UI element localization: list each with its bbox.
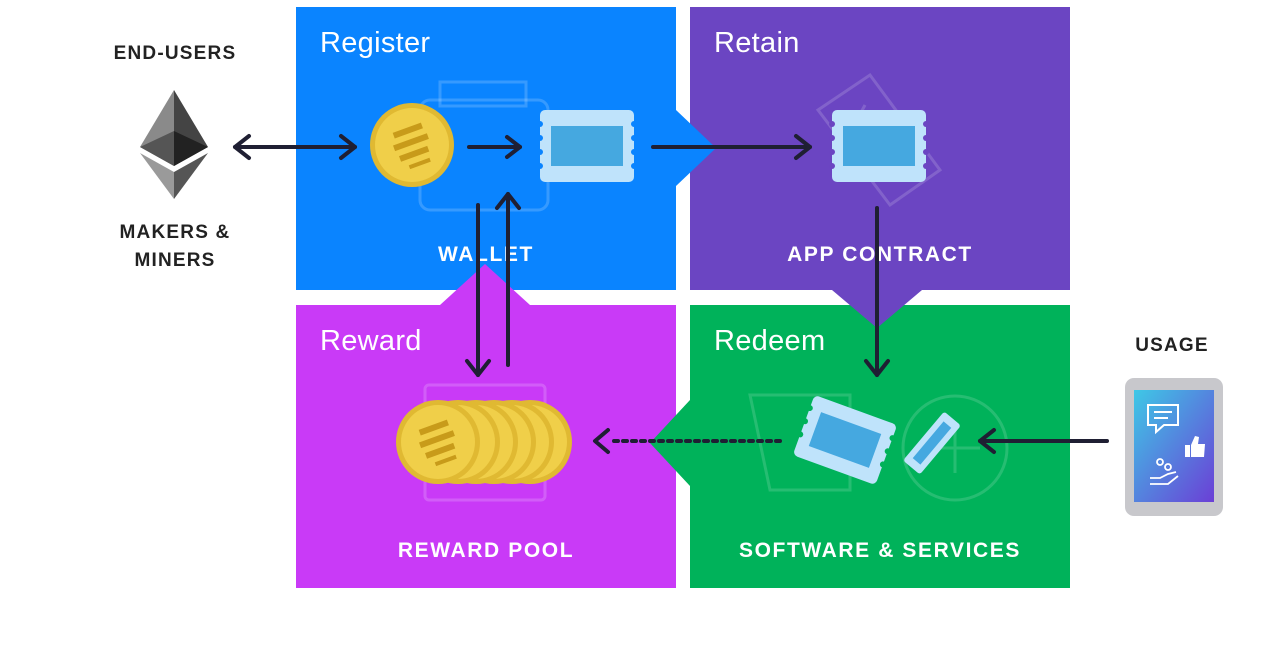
arrow-usage-to-services	[978, 428, 1109, 454]
arrow-wallet-to-contract	[651, 134, 812, 160]
flow-arrows	[233, 134, 1109, 454]
contract-token-chip-icon	[829, 110, 929, 182]
arrow-endusers-wallet	[233, 134, 357, 160]
software-services-label: SOFTWARE & SERVICES	[738, 539, 1022, 562]
arrow-coin-to-token	[467, 135, 522, 159]
arrow-pool-up-to-wallet	[495, 192, 521, 367]
app-contract-label: APP CONTRACT	[787, 243, 973, 266]
chat-icon	[1147, 404, 1179, 435]
token-chip-icon	[537, 110, 637, 182]
small-token-chip-icon	[904, 412, 960, 474]
coin-stack-icon	[396, 400, 572, 484]
makers-miners-label: MAKERS & MINERS	[119, 222, 231, 271]
coin-icon	[370, 103, 454, 187]
thumbs-up-icon	[1185, 436, 1205, 457]
usage-label: USAGE	[1135, 335, 1209, 356]
end-users-label: END-USERS	[113, 43, 237, 64]
register-title: Register	[320, 27, 431, 59]
reward-pool-label: REWARD POOL	[397, 539, 575, 562]
redeem-title: Redeem	[714, 325, 826, 357]
retain-title: Retain	[714, 27, 800, 59]
redeem-token-chip-icon	[794, 396, 896, 484]
reward-connector-tab	[440, 264, 530, 305]
arrow-wallet-down-to-pool	[465, 203, 491, 377]
reward-title: Reward	[320, 325, 422, 357]
arrow-contract-to-services	[864, 206, 890, 377]
tablet-usage-icon	[1125, 378, 1223, 516]
hand-coins-icon	[1150, 458, 1179, 485]
arrow-services-to-pool-dotted	[593, 428, 782, 454]
ethereum-icon	[140, 90, 208, 199]
